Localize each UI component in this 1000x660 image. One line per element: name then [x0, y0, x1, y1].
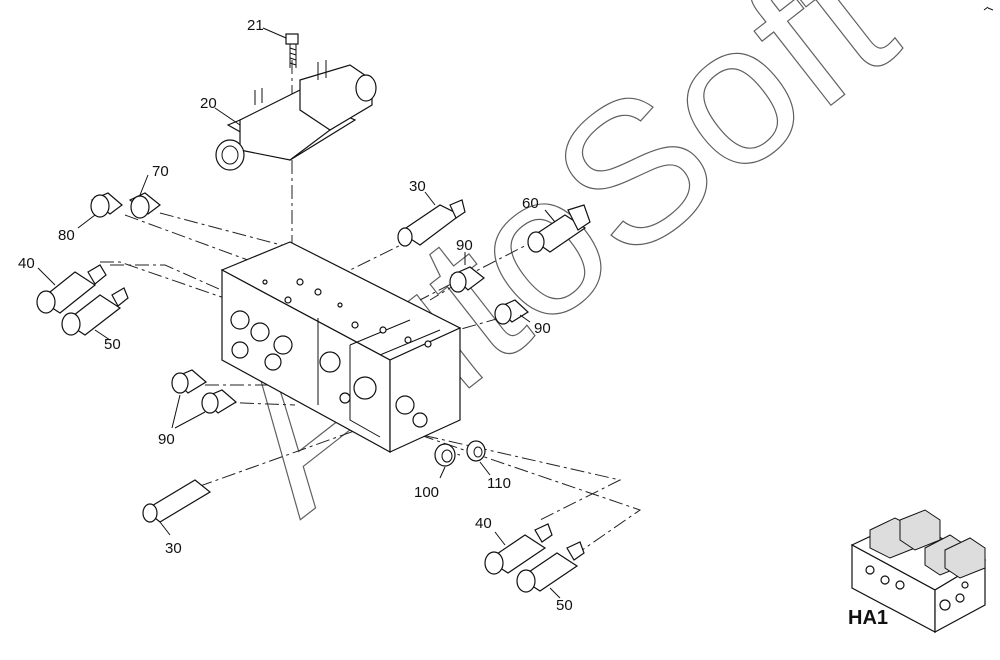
- callout-50-bottom: 50: [556, 597, 573, 614]
- callout-40-left: 40: [18, 255, 35, 272]
- callout-100: 100: [414, 484, 439, 501]
- callout-90-left: 90: [158, 431, 175, 448]
- callout-60: 60: [522, 195, 539, 212]
- part-90-fittings-left: [171, 369, 238, 429]
- part-50-cartridge-left: [61, 287, 129, 341]
- callout-21: 21: [247, 17, 264, 34]
- part-60-cartridge: [527, 204, 591, 253]
- callout-30-top: 30: [409, 178, 426, 195]
- valve-block: [220, 241, 462, 454]
- part-40-cartridge-bottom: [484, 523, 553, 575]
- part-30-bottom-cartridge: [142, 479, 212, 536]
- callout-labels: 21 20 70 80 30 60 90 40 50 90 90 100 110…: [18, 17, 573, 614]
- part-20-solenoid: [214, 60, 377, 171]
- corner-mark: [983, 6, 994, 11]
- part-21-screw: [262, 27, 299, 68]
- part-110-plug: [466, 440, 491, 476]
- part-70-fitting: [128, 174, 161, 219]
- inset-label: HA1: [848, 607, 888, 629]
- part-100-plug: [434, 443, 456, 479]
- part-90-fitting-top: [449, 252, 485, 293]
- callout-30-bottom: 30: [165, 540, 182, 557]
- callout-50-left: 50: [104, 336, 121, 353]
- callout-70: 70: [152, 163, 169, 180]
- part-80-fitting: [77, 192, 123, 229]
- callout-110: 110: [487, 475, 511, 492]
- callout-80: 80: [58, 227, 75, 244]
- callout-90-top: 90: [456, 237, 473, 254]
- callout-90-right: 90: [534, 320, 551, 337]
- callout-20: 20: [200, 95, 217, 112]
- part-30-top-cartridge: [397, 191, 466, 247]
- callout-40-bottom: 40: [475, 515, 492, 532]
- part-90-fitting-right: [494, 299, 531, 325]
- part-40-cartridge-left: [36, 264, 107, 314]
- part-50-cartridge-bottom: [516, 541, 585, 599]
- inset-thumbnail: [850, 509, 987, 634]
